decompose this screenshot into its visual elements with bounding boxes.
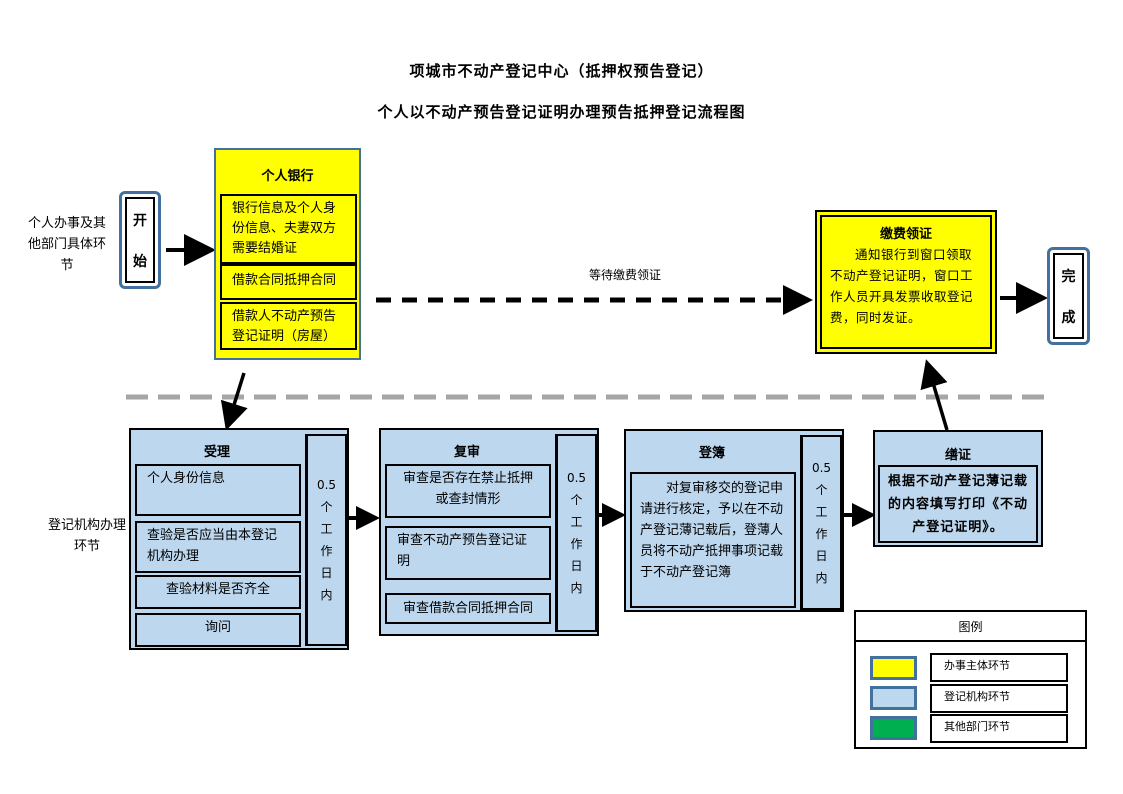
step-accept-item: 个人身份信息	[135, 464, 301, 516]
step-accept[interactable]: 受理 个人身份信息 查验是否应当由本登记机构办理 查验材料是否齐全 询问 0.5…	[129, 428, 349, 650]
step-accept-header: 受理	[203, 445, 230, 460]
legend-swatch-blue	[870, 686, 917, 710]
step-review[interactable]: 复审 审查是否存在禁止抵押或查封情形 审查不动产预告登记证明 审查借款合同抵押合…	[379, 428, 599, 636]
legend-swatch-green	[870, 716, 917, 740]
duration-text: 作	[815, 526, 828, 541]
duration-text: 0.5	[811, 460, 832, 475]
legend-label: 其他部门环节	[930, 714, 1068, 743]
start-node[interactable]: 开 始	[119, 191, 161, 289]
duration-text: 作	[570, 537, 583, 551]
finish-node[interactable]: 完 成	[1047, 247, 1090, 345]
legend-swatch-yellow	[870, 656, 917, 680]
step-certificate-item: 根据不动产登记薄记载的内容填写打印《不动产登记证明》。	[878, 465, 1038, 543]
finish-char-1: 完	[1061, 268, 1076, 285]
step-review-duration: 0.5 个 工 作 日 内	[555, 434, 597, 632]
step-certificate[interactable]: 缮证 根据不动产登记薄记载的内容填写打印《不动产登记证明》。	[873, 430, 1043, 547]
step-review-item: 审查是否存在禁止抵押或查封情形	[385, 464, 551, 518]
legend-title: 图例	[856, 612, 1085, 642]
duration-text: 工	[815, 504, 828, 519]
bank-item: 银行信息及个人身份信息、夫妻双方需要结婚证	[220, 194, 357, 264]
bank-box[interactable]: 个人银行 银行信息及个人身份信息、夫妻双方需要结婚证 借款合同抵押合同 借款人不…	[214, 148, 361, 360]
legend-label: 登记机构环节	[930, 684, 1068, 713]
arrow-certificate-to-payment	[920, 359, 949, 431]
arrow-bank-to-accept	[220, 372, 248, 431]
duration-text: 作	[320, 544, 333, 558]
duration-text: 内	[320, 588, 333, 602]
start-char-2: 始	[133, 253, 147, 270]
duration-text: 个	[570, 493, 583, 507]
finish-char-2: 成	[1061, 309, 1076, 326]
step-register-header: 登簿	[698, 446, 725, 461]
bank-item: 借款人不动产预告登记证明（房屋）	[220, 302, 357, 350]
bank-header: 个人银行	[261, 169, 314, 184]
duration-text: 个	[815, 482, 828, 497]
step-review-header: 复审	[453, 445, 480, 460]
duration-text: 内	[570, 581, 583, 595]
step-register[interactable]: 登簿 对复审移交的登记申请进行核定，予以在不动产登记薄记载后，登薄人员将不动产抵…	[624, 429, 844, 612]
start-char-1: 开	[133, 212, 147, 229]
step-register-duration: 0.5 个 工 作 日 内	[800, 435, 842, 610]
step-review-item: 审查不动产预告登记证明	[385, 526, 551, 580]
duration-text: 0.5	[316, 478, 337, 492]
payment-box[interactable]: 缴费领证 通知银行到窗口领取不动产登记证明，窗口工作人员开具发票收取登记费，同时…	[815, 210, 997, 354]
duration-text: 内	[815, 570, 828, 585]
duration-text: 个	[320, 500, 333, 514]
step-accept-item: 询问	[135, 613, 301, 647]
step-review-item: 审查借款合同抵押合同	[385, 593, 551, 624]
step-certificate-header: 缮证	[944, 448, 971, 463]
duration-text: 0.5	[566, 471, 587, 485]
wait-label: 等待缴费领证	[588, 268, 661, 282]
duration-text: 日	[570, 559, 583, 573]
legend-label: 办事主体环节	[930, 653, 1068, 682]
bank-item: 借款合同抵押合同	[220, 264, 357, 300]
step-accept-item: 查验材料是否齐全	[135, 575, 301, 609]
step-register-item: 对复审移交的登记申请进行核定，予以在不动产登记薄记载后，登薄人员将不动产抵押事项…	[630, 472, 796, 608]
payment-text: 通知银行到窗口领取不动产登记证明，窗口工作人员开具发票收取登记费，同时发证。	[830, 247, 974, 325]
step-accept-item: 查验是否应当由本登记机构办理	[135, 521, 301, 573]
duration-text: 日	[815, 548, 828, 563]
step-accept-duration: 0.5 个 工 作 日 内	[305, 434, 347, 646]
lane-label-top: 个人办事及其他部门具体环节	[28, 216, 107, 273]
diagram-title: 项城市不动产登记中心（抵押权预告登记）	[409, 62, 714, 80]
payment-header: 缴费领证	[879, 227, 932, 242]
duration-text: 工	[320, 522, 333, 536]
lane-label-bottom: 登记机构办理环节	[48, 518, 127, 554]
duration-text: 日	[320, 566, 333, 580]
duration-text: 工	[570, 515, 583, 529]
diagram-subtitle: 个人以不动产预告登记证明办理预告抵押登记流程图	[377, 103, 746, 121]
legend: 图例 办事主体环节 登记机构环节 其他部门环节	[854, 610, 1087, 749]
